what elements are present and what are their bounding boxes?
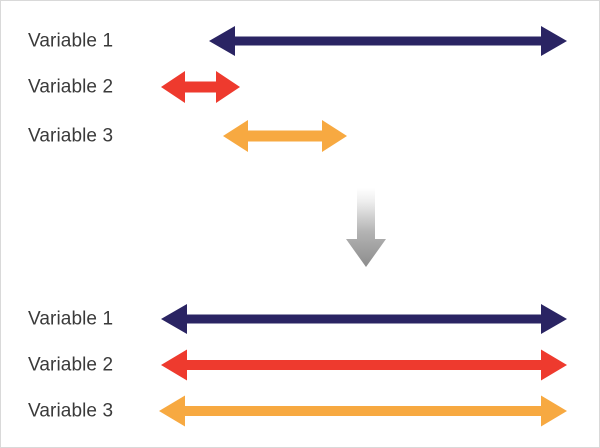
arrow-after-variable-2 [161, 349, 567, 381]
downward-transition-arrow [346, 188, 386, 267]
arrow-before-variable-2 [161, 71, 240, 103]
arrow-after-variable-3 [159, 395, 567, 427]
arrow-before-variable-3 [223, 120, 347, 152]
arrow-before-variable-1 [209, 26, 567, 56]
arrow-after-variable-1 [161, 304, 567, 334]
